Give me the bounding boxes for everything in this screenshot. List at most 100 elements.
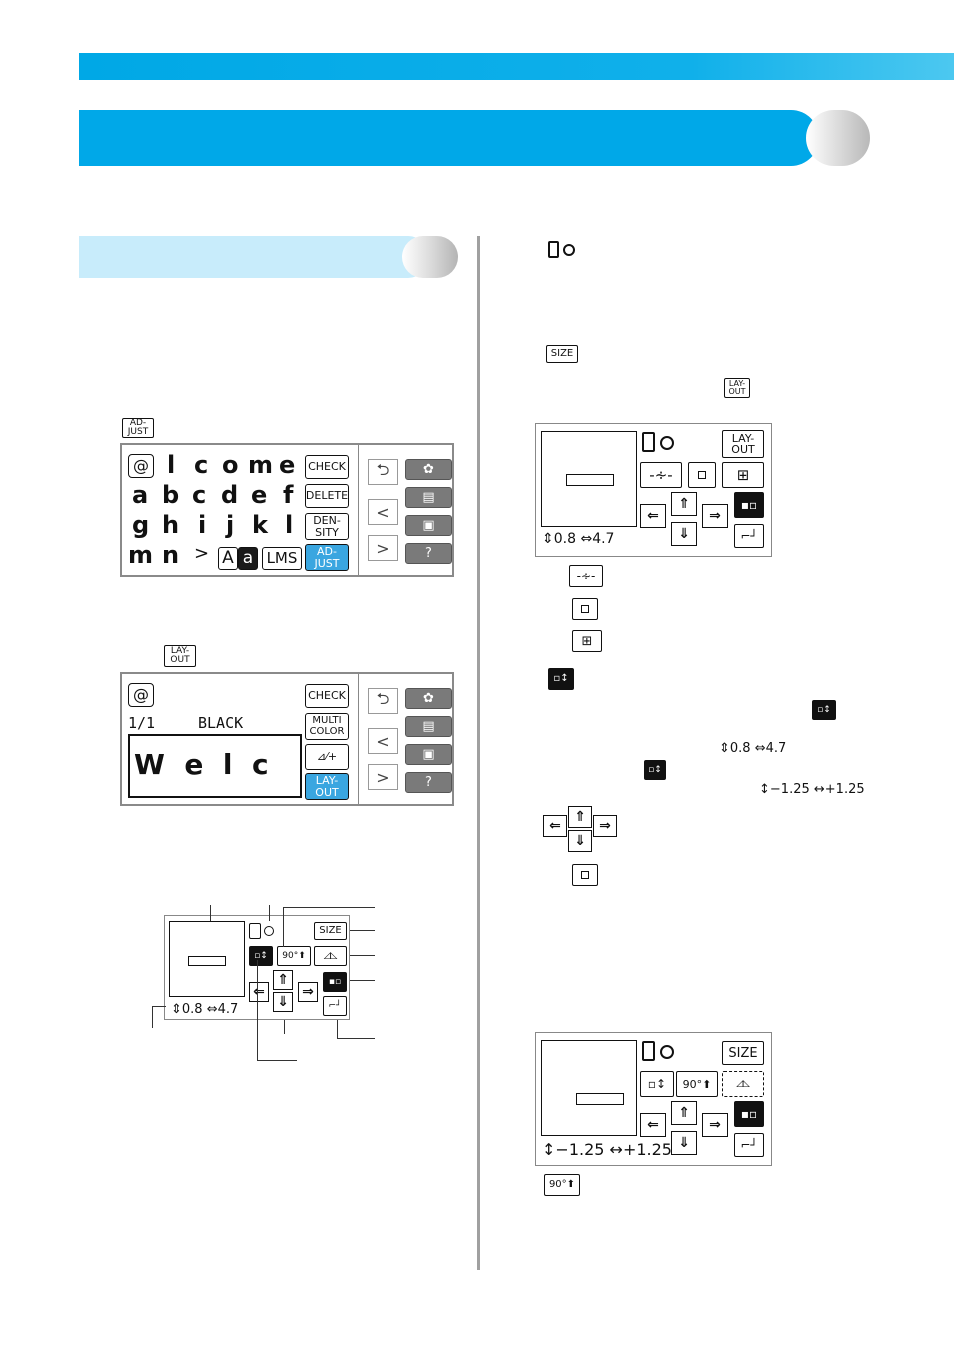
thread-tension-button[interactable]: ⊿⁄+ — [305, 744, 349, 770]
prev-page-button[interactable]: < — [368, 728, 398, 754]
move-down-button[interactable]: ⇓ — [273, 992, 293, 1012]
char-e2[interactable]: e — [251, 481, 268, 509]
next-page-button[interactable]: > — [368, 535, 398, 561]
move-up-button[interactable]: ⇑ — [671, 492, 697, 516]
layout-key-icon-right: LAY- OUT — [724, 378, 750, 398]
lcd-divider — [358, 445, 359, 575]
move-right-button[interactable]: ⇒ — [702, 504, 728, 528]
adjust-button[interactable]: AD- JUST — [305, 544, 349, 571]
carriage-needle-icon — [546, 240, 580, 262]
pocket-icon: ▣ — [422, 518, 435, 533]
start-position-button[interactable]: ⌐┘ — [734, 524, 764, 548]
density-button[interactable]: DEN- SITY — [305, 513, 349, 540]
back-button[interactable]: ⮌ — [368, 459, 398, 485]
char-b[interactable]: b — [162, 481, 180, 509]
back-button[interactable]: ⮌ — [368, 688, 398, 714]
horizontal-offset-value: +1.25 — [622, 1140, 672, 1159]
settings-button[interactable]: ▤ — [405, 487, 452, 508]
trial-button[interactable]: ▪▫ — [734, 492, 764, 518]
uppercase-key[interactable]: A — [218, 547, 238, 570]
move-up-button[interactable]: ⇑ — [273, 970, 293, 990]
offset-toggle-button[interactable]: ▫↕ — [640, 1071, 674, 1097]
char-m2[interactable]: m — [128, 541, 154, 569]
char-k[interactable]: k — [252, 511, 268, 539]
help-button[interactable]: ? — [405, 543, 452, 564]
next-char-button[interactable]: > — [194, 543, 210, 564]
embroidery-mode-button[interactable]: ✿ — [405, 459, 452, 480]
mirror-button[interactable]: ◿◺ — [314, 946, 347, 966]
char-l[interactable]: l — [167, 451, 176, 479]
page-indicator: 1/1 — [128, 714, 156, 732]
down-arrow-key-icon: ⇓ — [568, 830, 592, 852]
leader-trial — [350, 980, 375, 981]
page-icon: ▤ — [422, 490, 435, 505]
trial-button[interactable]: ▪▫ — [323, 972, 347, 992]
memory-button[interactable]: ▣ — [405, 744, 452, 765]
leader-rotate-h — [283, 907, 375, 908]
rotate-button[interactable]: 90°⬆ — [277, 946, 311, 966]
move-right-button[interactable]: ⇒ — [298, 982, 318, 1002]
size-button[interactable]: SIZE — [722, 1041, 764, 1065]
height-value: 0.8 — [729, 741, 751, 756]
start-position-button[interactable]: ⌐┘ — [734, 1133, 764, 1157]
prev-page-button[interactable]: < — [368, 499, 398, 525]
lowercase-key[interactable]: a — [238, 547, 258, 570]
enlarge-button[interactable]: ⊞ — [722, 462, 764, 488]
embroidery-mode-button[interactable]: ✿ — [405, 688, 452, 709]
move-up-button[interactable]: ⇑ — [671, 1101, 697, 1125]
next-page-button[interactable]: > — [368, 764, 398, 790]
move-left-button[interactable]: ⇐ — [249, 982, 269, 1002]
pattern-outline — [188, 956, 226, 966]
char-c2[interactable]: c — [192, 481, 207, 509]
char-d[interactable]: d — [221, 481, 239, 509]
char-o[interactable]: o — [222, 451, 239, 479]
lcd-preview-screen: @ 1/1 BLACK W e l c CHECK MULTI COLOR ⊿⁄… — [120, 672, 454, 806]
reset-button[interactable] — [688, 462, 716, 488]
delete-button[interactable]: DELETE — [305, 484, 349, 508]
chevron-right-icon: > — [376, 538, 390, 558]
check-button[interactable]: CHECK — [305, 684, 349, 708]
size-lms-key[interactable]: LMS — [262, 547, 302, 570]
layout-button[interactable]: LAY- OUT — [722, 430, 764, 458]
offset-key-icon: ▫↕ — [548, 668, 574, 690]
char-e[interactable]: e — [279, 451, 296, 479]
char-l2[interactable]: l — [285, 511, 294, 539]
char-j[interactable]: j — [226, 511, 235, 539]
rotate-button[interactable]: 90°⬆ — [676, 1071, 718, 1097]
char-f[interactable]: f — [283, 481, 294, 509]
memory-button[interactable]: ▣ — [405, 515, 452, 536]
move-down-button[interactable]: ⇓ — [671, 522, 697, 546]
char-c[interactable]: c — [194, 451, 209, 479]
chevron-left-icon: < — [376, 502, 390, 522]
offset-toggle-button[interactable]: ▫↕ — [249, 946, 273, 966]
trial-button[interactable]: ▪▫ — [734, 1101, 764, 1127]
chevron-right-icon: > — [376, 767, 390, 787]
check-button[interactable]: CHECK — [305, 455, 349, 479]
center-button[interactable]: -∻- — [640, 462, 682, 488]
move-down-button[interactable]: ⇓ — [671, 1131, 697, 1155]
multicolor-button[interactable]: MULTI COLOR — [305, 713, 349, 740]
char-m[interactable]: m — [248, 451, 274, 479]
move-left-button[interactable]: ⇐ — [640, 504, 666, 528]
offset-readout-inline: ↕−1.25 ↔+1.25 — [759, 782, 865, 797]
lcd-divider — [358, 674, 359, 804]
char-i[interactable]: i — [198, 511, 207, 539]
char-n[interactable]: n — [162, 541, 180, 569]
char-g[interactable]: g — [132, 511, 150, 539]
square-icon — [698, 471, 706, 479]
needle-position-icon — [264, 926, 274, 936]
move-right-button[interactable]: ⇒ — [702, 1113, 728, 1137]
layout-button[interactable]: LAY- OUT — [305, 773, 349, 800]
settings-button[interactable]: ▤ — [405, 716, 452, 737]
size-button[interactable]: SIZE — [314, 922, 347, 940]
leader-start-h — [337, 1038, 375, 1039]
char-h[interactable]: h — [162, 511, 180, 539]
move-left-button[interactable]: ⇐ — [640, 1113, 666, 1137]
width-value: 4.7 — [592, 531, 615, 547]
mirror-button[interactable]: ◿◺ — [722, 1071, 764, 1097]
right-arrow-key-icon: ⇒ — [593, 815, 617, 837]
char-a[interactable]: a — [132, 481, 149, 509]
start-position-button[interactable]: ⌐┘ — [323, 996, 347, 1016]
help-button[interactable]: ? — [405, 772, 452, 793]
height-value: 0.8 — [553, 531, 576, 547]
